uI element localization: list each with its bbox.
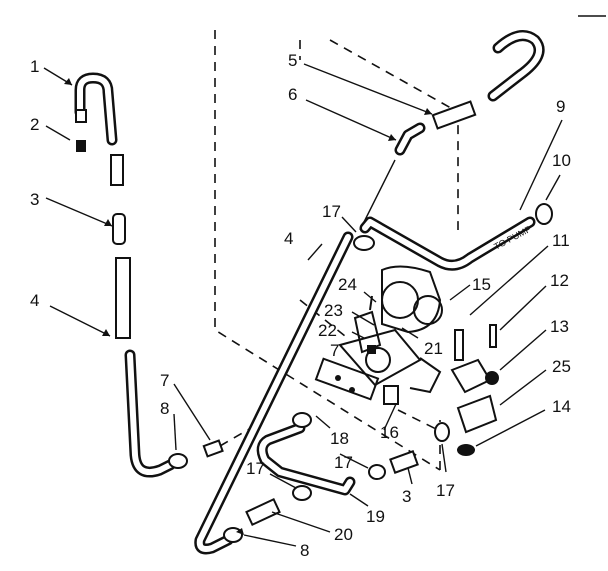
label-13: 13 <box>550 317 569 336</box>
label-17-mid: 17 <box>334 453 353 472</box>
label-15: 15 <box>472 275 491 294</box>
coupler-cap <box>76 140 86 152</box>
connector <box>389 450 419 474</box>
label-24: 24 <box>338 275 357 294</box>
label-4-right: 4 <box>284 229 293 248</box>
label-23: 23 <box>324 301 343 320</box>
valve-parts <box>397 324 499 456</box>
label-17-left: 17 <box>246 459 265 478</box>
label-7: 7 <box>160 371 169 390</box>
lower-hose <box>245 412 419 527</box>
y-connector <box>245 497 281 527</box>
long-drain-tube <box>194 231 354 555</box>
label-16: 16 <box>380 423 399 442</box>
clamp <box>434 422 450 442</box>
label-4: 4 <box>30 291 39 310</box>
label-17-right: 17 <box>436 481 455 500</box>
upper-hose <box>359 30 545 231</box>
label-5: 5 <box>288 51 297 70</box>
label-19: 19 <box>366 507 385 526</box>
label-25: 25 <box>552 357 571 376</box>
pump-body <box>314 265 443 405</box>
label-3-bottom: 3 <box>402 487 411 506</box>
label-21: 21 <box>424 339 443 358</box>
label-22: 22 <box>318 321 337 340</box>
arrowhead <box>104 219 112 226</box>
label-10: 10 <box>552 151 571 170</box>
screw <box>454 329 464 361</box>
label-8: 8 <box>160 399 169 418</box>
connector <box>112 213 126 245</box>
tube-fitting <box>75 109 87 123</box>
clamp <box>292 485 312 501</box>
clamp <box>353 235 375 251</box>
left-tube-assembly <box>74 72 259 478</box>
label-20: 20 <box>334 525 353 544</box>
part-number-labels: 1 2 3 4 5 6 7 8 9 10 11 12 13 14 15 16 1… <box>30 51 571 560</box>
label-2: 2 <box>30 115 39 134</box>
arrowhead <box>424 108 432 115</box>
label-9: 9 <box>556 97 565 116</box>
hose-section <box>431 100 477 130</box>
label-6: 6 <box>288 85 297 104</box>
label-12: 12 <box>550 271 569 290</box>
leader-lines <box>43 63 563 547</box>
label-7-small: 7 <box>330 341 339 360</box>
label-14: 14 <box>552 397 571 416</box>
label-8-bottom: 8 <box>300 541 309 560</box>
arrowhead <box>64 78 72 85</box>
label-1: 1 <box>30 57 39 76</box>
elbow-fitting <box>202 439 224 458</box>
arrowhead <box>388 134 396 141</box>
arrowhead <box>236 528 244 535</box>
tube-segment <box>115 257 131 339</box>
tube-segment <box>110 154 124 186</box>
clamp <box>535 203 553 225</box>
clamp <box>292 412 312 428</box>
arrowhead <box>102 329 110 336</box>
label-18: 18 <box>330 429 349 448</box>
label-3: 3 <box>30 190 39 209</box>
clamp <box>368 464 386 480</box>
pump-hose <box>353 203 553 271</box>
clamp <box>168 453 188 469</box>
label-11: 11 <box>552 231 570 250</box>
label-17-top: 17 <box>322 202 341 221</box>
screw <box>489 324 497 348</box>
